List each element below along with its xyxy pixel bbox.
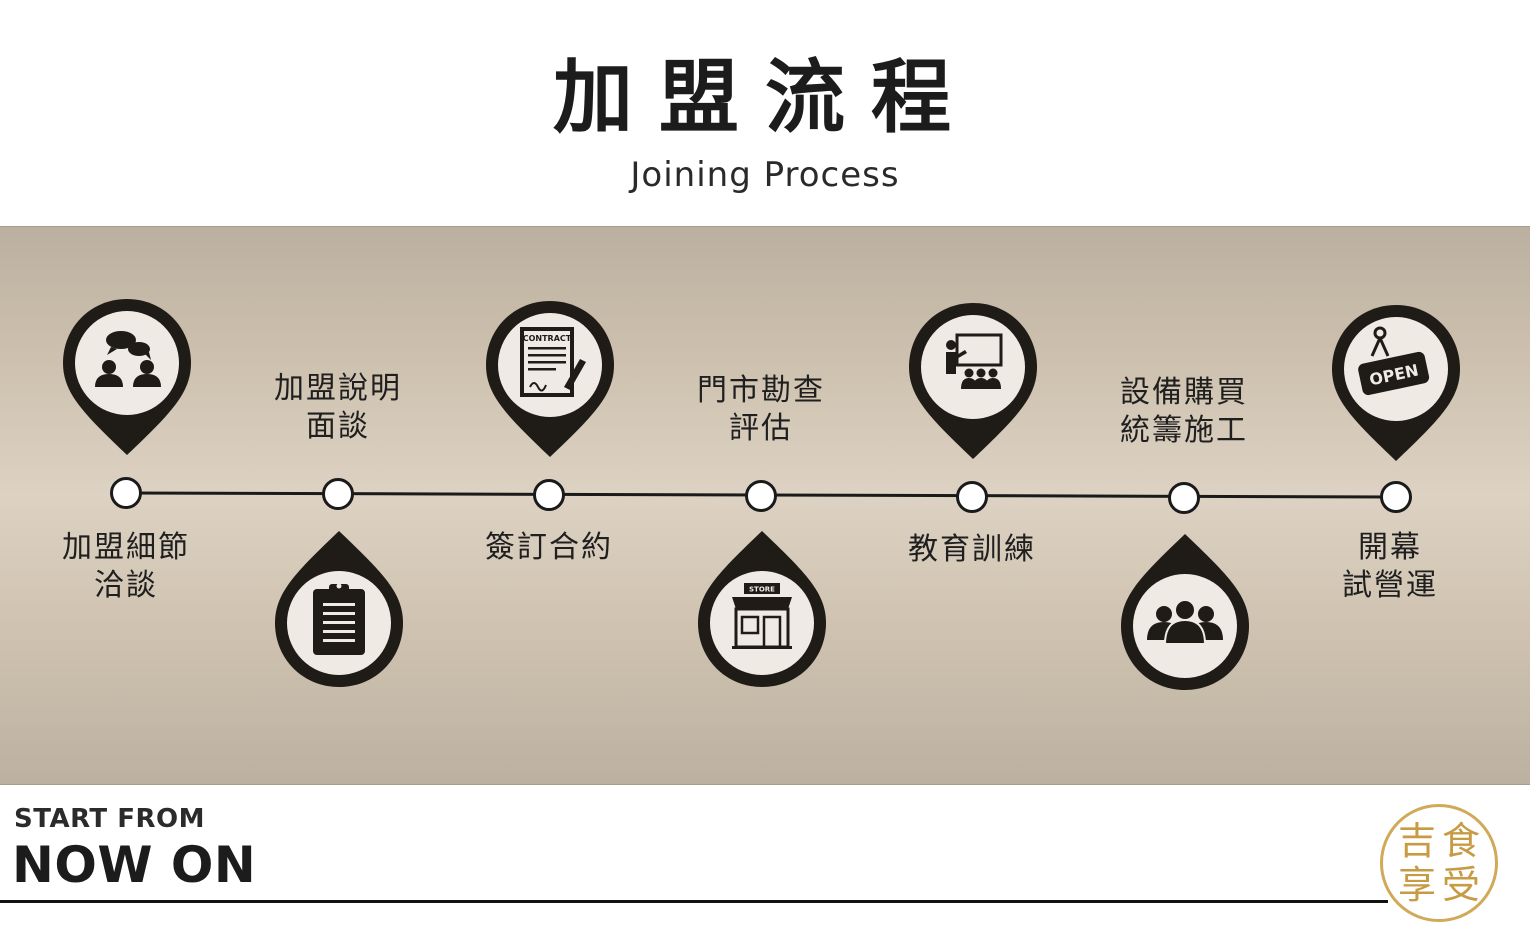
step-4-pin: STORE bbox=[696, 529, 828, 689]
step-2-pin bbox=[273, 529, 405, 689]
step-5-dot bbox=[956, 481, 988, 513]
step-3-dot bbox=[533, 479, 565, 511]
start-from-text: START FROM bbox=[14, 804, 205, 834]
step-6-pin bbox=[1119, 532, 1251, 692]
step-4-dot bbox=[745, 480, 777, 512]
clipboard-icon bbox=[313, 583, 365, 655]
contract-icon-text: CONTRACT bbox=[523, 334, 572, 343]
brand-logo: 吉 食 享 受 bbox=[1380, 804, 1498, 922]
step-1-pin bbox=[61, 297, 193, 457]
step-6-dot bbox=[1168, 482, 1200, 514]
process-band: 加盟細節洽談 加盟說明面談 bbox=[0, 226, 1530, 785]
step-2-label: 加盟說明面談 bbox=[274, 371, 402, 444]
step-4-label: 門市勘查評估 bbox=[697, 373, 825, 446]
step-7-label: 開幕試營運 bbox=[1342, 530, 1438, 603]
logo-char: 吉 bbox=[1397, 819, 1436, 863]
step-2-dot bbox=[322, 478, 354, 510]
team-icon bbox=[1147, 599, 1223, 645]
contract-icon: CONTRACT bbox=[520, 327, 586, 397]
training-icon bbox=[946, 333, 1003, 389]
step-5-label: 教育訓練 bbox=[908, 532, 1036, 567]
now-on-text: NOW ON bbox=[12, 836, 257, 894]
step-5-pin bbox=[907, 301, 1039, 461]
open-sign-icon: OPEN bbox=[1358, 326, 1430, 396]
discussion-icon bbox=[95, 331, 161, 387]
step-7-pin: OPEN bbox=[1330, 303, 1462, 463]
step-6-label: 設備購買統籌施工 bbox=[1120, 375, 1248, 448]
store-icon: STORE bbox=[732, 583, 792, 649]
step-3-pin: CONTRACT bbox=[484, 299, 616, 459]
step-1-dot bbox=[110, 477, 142, 509]
logo-char: 食 bbox=[1441, 819, 1480, 863]
logo-char: 享 bbox=[1397, 863, 1436, 907]
logo-char: 受 bbox=[1441, 863, 1480, 907]
step-7-dot bbox=[1380, 481, 1412, 513]
store-icon-text: STORE bbox=[749, 586, 775, 594]
step-1-label: 加盟細節洽談 bbox=[62, 530, 190, 603]
page-subtitle: Joining Process bbox=[630, 155, 900, 195]
page-title: 加盟流程 bbox=[553, 51, 977, 144]
step-3-label: 簽訂合約 bbox=[485, 530, 613, 565]
bottom-divider bbox=[0, 900, 1388, 903]
